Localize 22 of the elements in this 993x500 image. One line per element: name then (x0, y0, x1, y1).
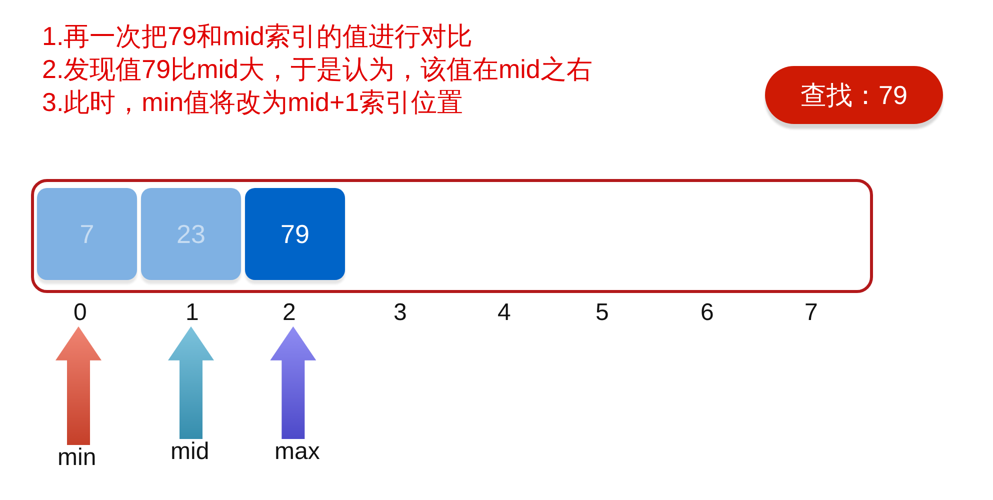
pointer-label: max (274, 439, 320, 466)
index-number: 0 (74, 300, 87, 326)
array-cell: 79 (245, 188, 345, 280)
search-target-badge: 查找：79 (765, 66, 943, 124)
array-cell: 7 (37, 188, 137, 280)
index-number: 4 (498, 300, 511, 326)
index-number: 6 (700, 300, 714, 326)
index-number: 3 (394, 300, 407, 326)
instruction-text: 1.再一次把79和mid索引的值进行对比 (42, 21, 472, 52)
index-number: 7 (804, 300, 818, 326)
pointer-label: min (58, 445, 96, 472)
index-number: 2 (282, 300, 296, 326)
array-frame (31, 179, 873, 293)
instruction-text: 2.发现值79比mid大，于是认为，该值在mid之右 (42, 54, 592, 86)
index-number: 5 (596, 300, 609, 326)
pointer-arrow (270, 326, 316, 439)
pointer-arrow (168, 326, 214, 439)
array-cell: 23 (141, 188, 241, 280)
index-number: 1 (186, 300, 199, 326)
pointer-label: mid (170, 439, 210, 466)
pointer-arrow (56, 326, 102, 445)
instruction-text: 3.此时，min值将改为mid+1索引位置 (42, 87, 464, 118)
